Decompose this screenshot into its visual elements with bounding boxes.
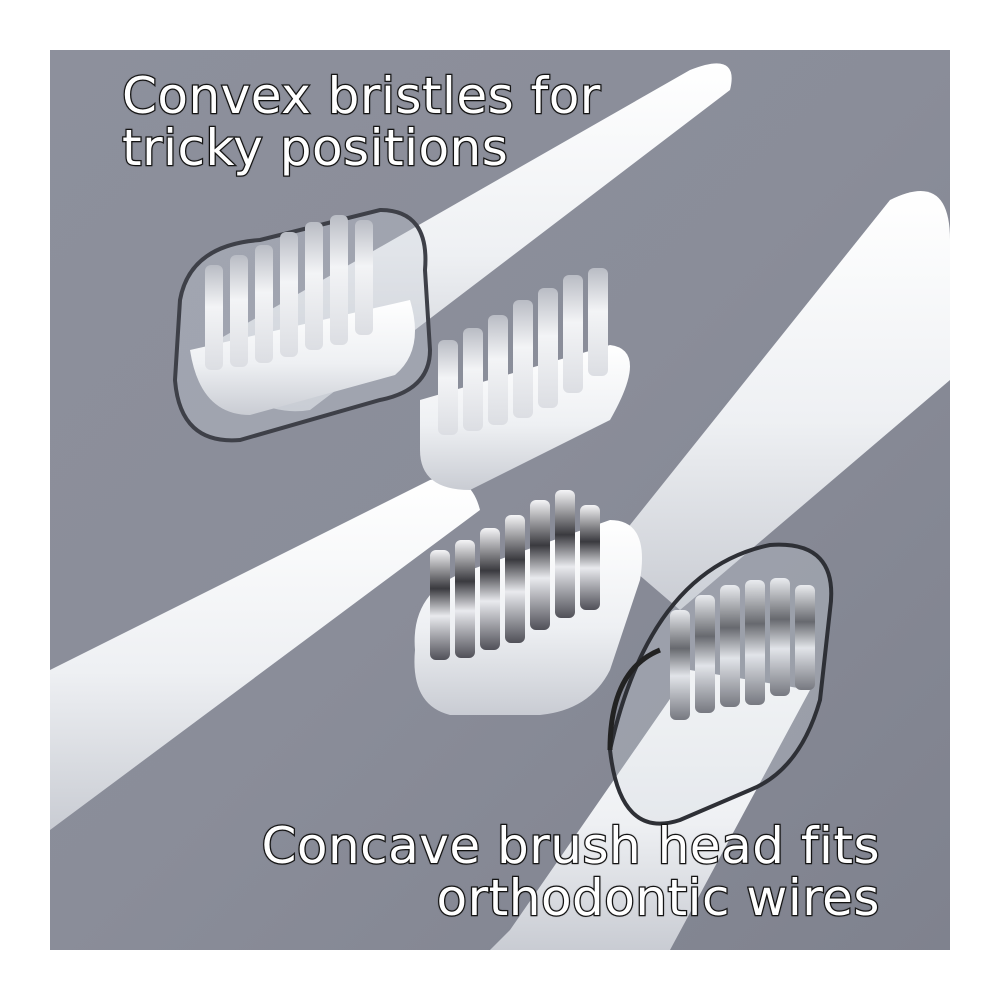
- middle-brush-handle: [50, 478, 480, 830]
- caption-concave-head: Concave brush head fits orthodontic wire…: [260, 817, 881, 927]
- concave-brush-head: [414, 490, 642, 715]
- convex-brush-head: [420, 268, 630, 490]
- caption-bottom-line-1: Concave brush head fits: [260, 817, 881, 875]
- toothbrush-heads-illustration: [50, 50, 950, 950]
- caption-bottom-line-2: orthodontic wires: [435, 869, 880, 927]
- caption-top-line-1: Convex bristles for: [121, 67, 602, 125]
- upper-brush-head-with-cap: [172, 207, 433, 443]
- caption-convex-bristles: Convex bristles for tricky positions: [121, 67, 602, 177]
- lower-brush-handle: [610, 191, 950, 610]
- product-image: Convex bristles for tricky positions Con…: [50, 50, 950, 950]
- caption-top-line-2: tricky positions: [121, 119, 509, 177]
- capped-brush-head: [490, 542, 834, 950]
